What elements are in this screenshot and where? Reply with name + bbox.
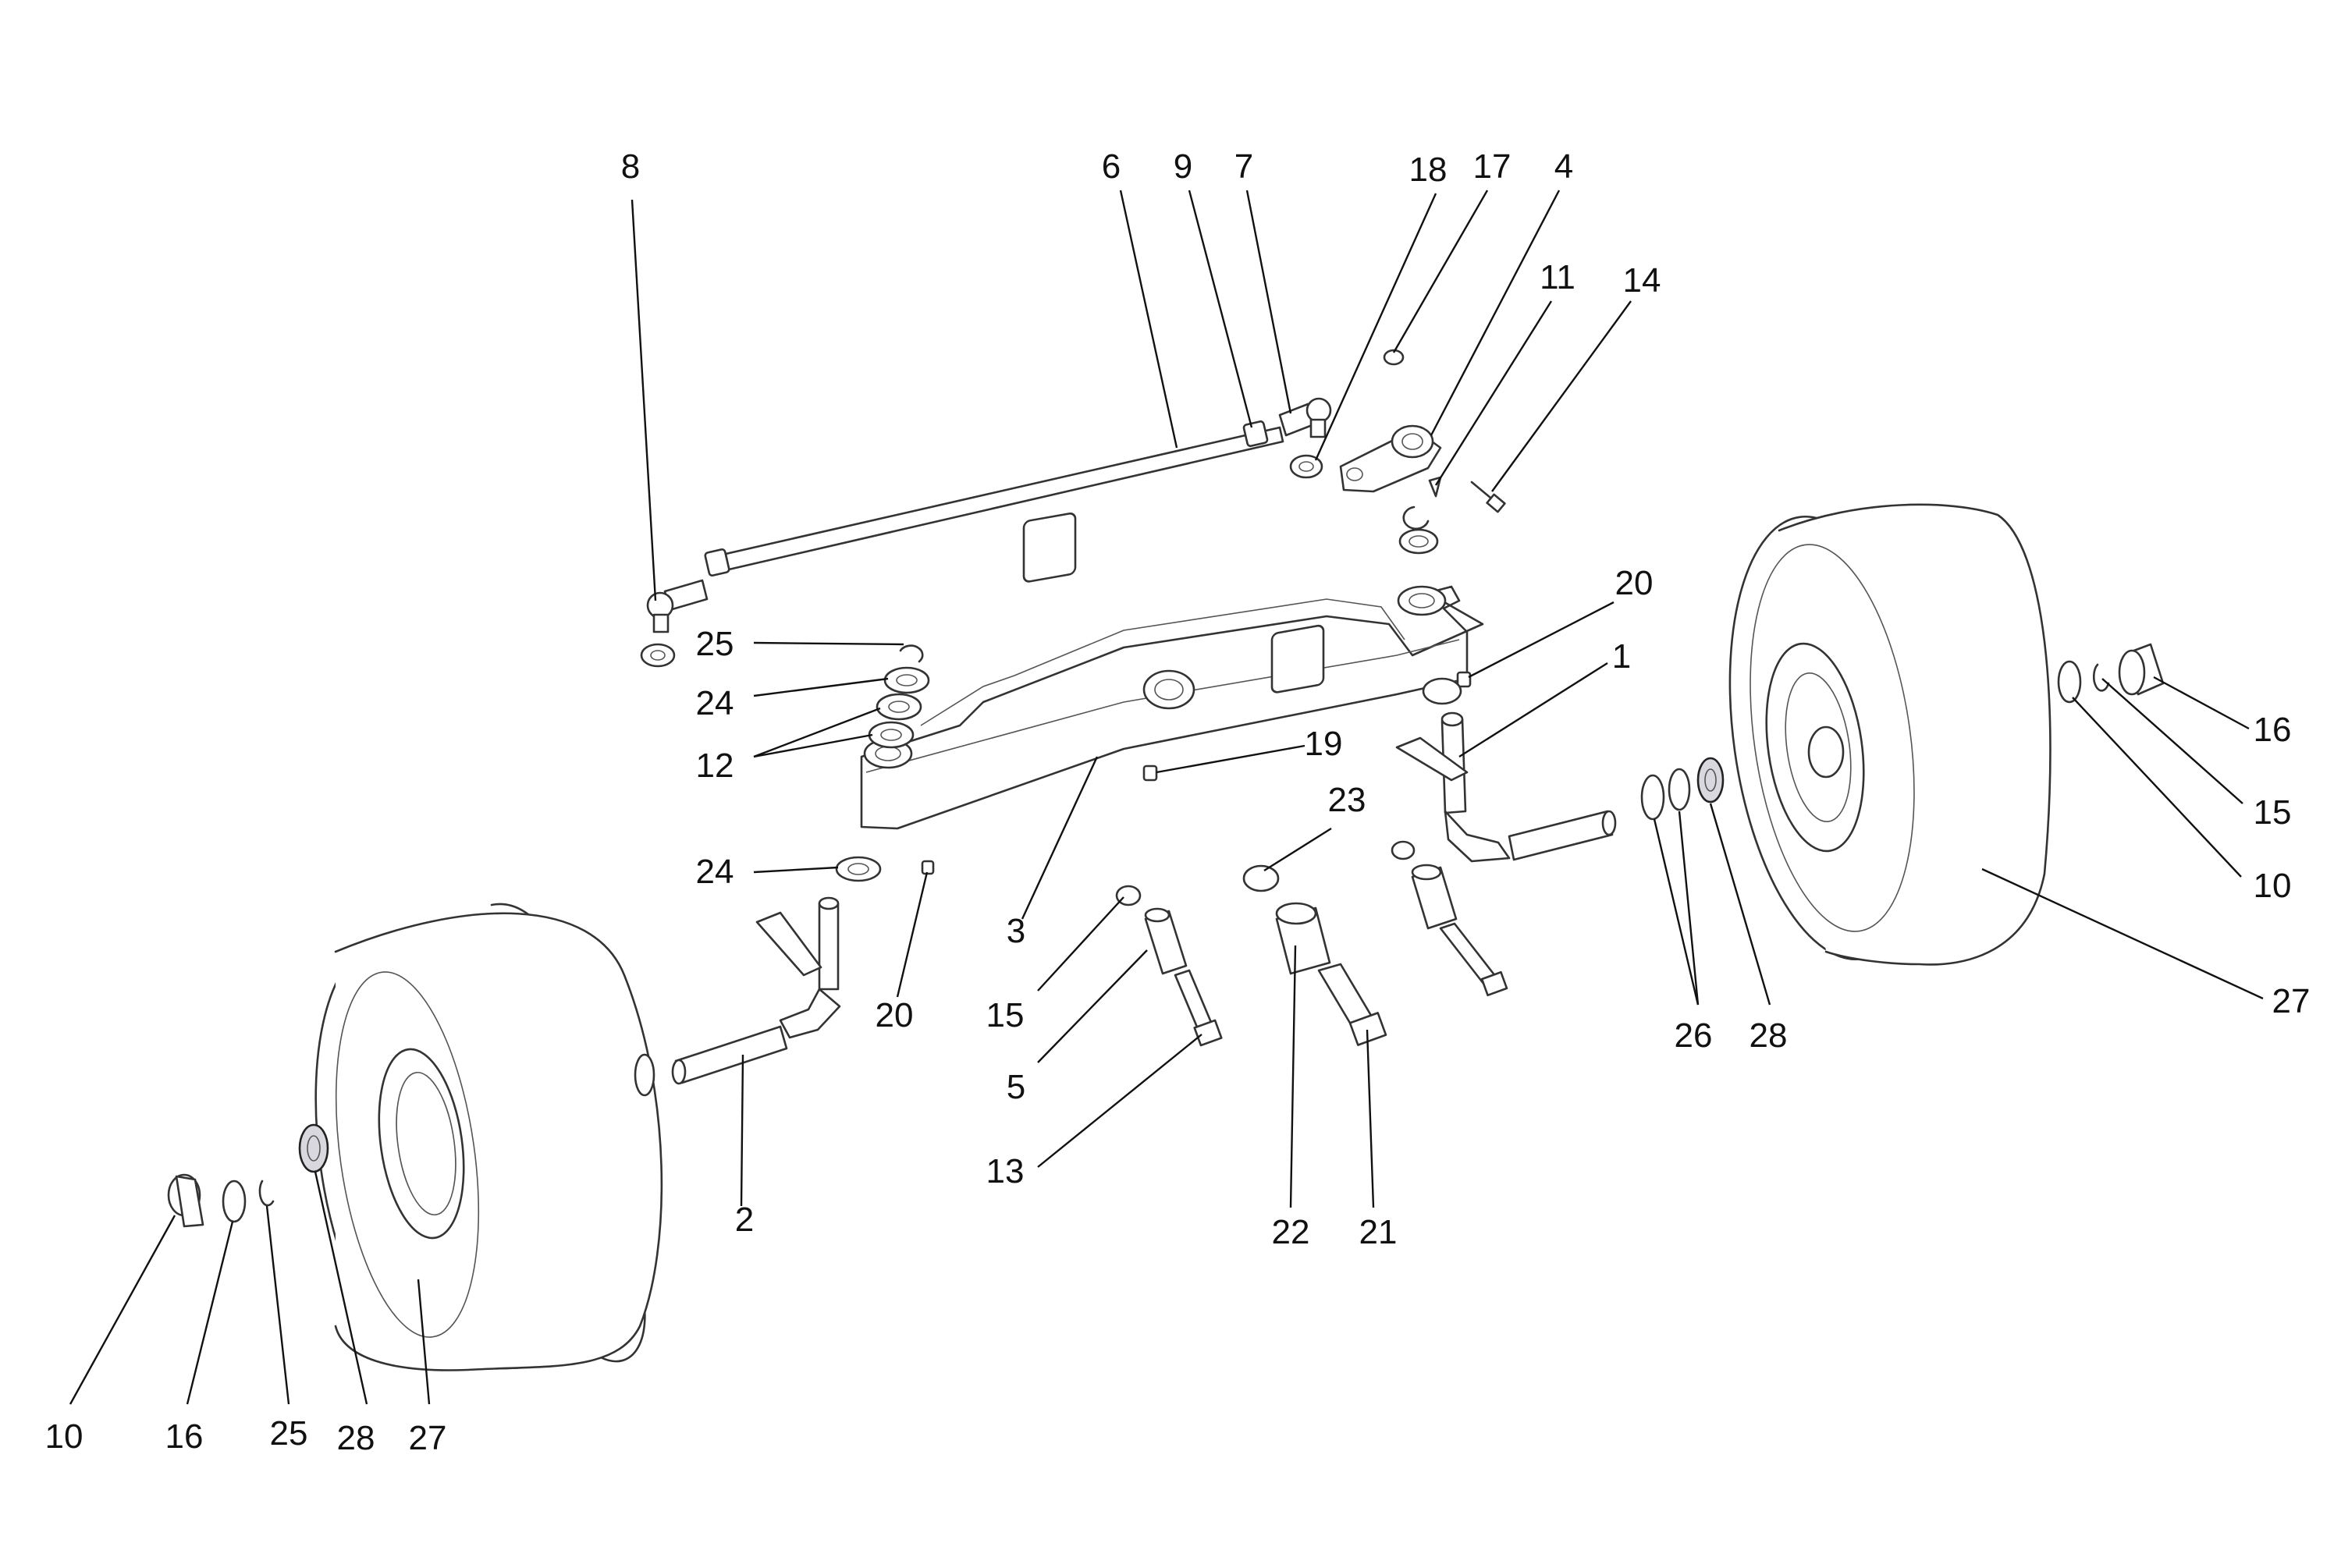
callout-5: 5 [1007,1068,1025,1106]
callout-25-upper: 25 [696,625,734,663]
callout-26: 26 [1675,1016,1713,1055]
pivot-bolt-right [1242,864,1387,1046]
callout-2: 2 [735,1201,754,1239]
callout-4: 4 [1554,147,1573,186]
bearing-28-right [1696,757,1725,804]
callout-11: 11 [1540,258,1575,296]
callout-12: 12 [696,747,734,785]
right-wheel [1728,503,2051,966]
leader-lines [69,190,2264,1405]
tie-rod [724,426,1284,571]
washer-12-upper [876,693,922,721]
callout-21: 21 [1359,1213,1398,1251]
callout-17: 17 [1473,147,1512,186]
callout-10-left: 10 [45,1417,83,1456]
ball-joint-left-nut [640,643,676,668]
washer-24-upper [883,666,930,694]
e-clip [1402,506,1430,530]
right-spindle-axle [1508,810,1614,861]
callout-19: 19 [1305,725,1343,763]
callout-7: 7 [1234,147,1253,186]
right-spindle [1395,711,1617,863]
left-spindle [671,896,841,1085]
washer-right-kingpin [1422,677,1462,705]
callout-25-left: 25 [270,1414,308,1453]
grease-fitting-20-right [1456,671,1472,688]
ball-joint-right-stud [1309,418,1327,438]
callout-22: 22 [1272,1213,1310,1251]
callout-20-right: 20 [1615,564,1654,602]
bolt-14-head [1486,493,1506,513]
callout-9: 9 [1174,147,1192,186]
callout-1: 1 [1612,637,1631,676]
washer-26-b [1668,768,1691,811]
nut-15 [1115,885,1142,906]
grease-fitting-19 [1142,764,1158,782]
washer-16-left [222,1180,247,1223]
pivot-bolt-left [1115,885,1223,1047]
callout-6: 6 [1102,147,1121,186]
e-clip-25-left-hub [258,1180,275,1207]
grease-fitting-17 [1383,349,1405,366]
axle-window-right [1270,624,1325,694]
axle-pivot-boss [1142,669,1195,710]
callout-28-right: 28 [1750,1016,1788,1055]
left-inner-washer [634,1053,655,1097]
left-spindle-washers [835,644,930,882]
callout-13: 13 [986,1152,1025,1190]
e-clip-15-right [2092,663,2110,692]
nut-23 [1242,864,1280,892]
washer-10-right [2057,660,2082,704]
pivot-bolt-rear [1391,840,1508,997]
callout-18: 18 [1409,151,1448,189]
axle-window-left [1022,512,1077,583]
callout-27-left: 27 [409,1419,447,1457]
bearing-28-left [298,1123,329,1173]
callout-20-left: 20 [876,996,914,1034]
callout-15-right: 15 [2254,793,2292,832]
tie-rod-assembly [640,397,1332,668]
tie-rod-nut-left [704,548,730,577]
ball-joint-left-stud [652,613,670,633]
washer-24-lower [835,856,882,882]
left-hub-parts [167,1123,329,1228]
washer-12-lower [868,721,915,749]
washer-26-a [1640,774,1665,821]
ball-joint-right-ball [1305,397,1332,424]
e-clip-25-left [899,644,924,663]
callout-14: 14 [1623,261,1661,300]
callout-24-upper: 24 [696,684,734,722]
callout-24-lower: 24 [696,853,734,891]
callout-15-center: 15 [986,996,1025,1034]
left-spindle-axle [674,1025,788,1084]
callout-28-left: 28 [337,1419,375,1457]
steering-arm-hub [1391,424,1434,459]
callout-27-right: 27 [2272,982,2311,1020]
left-rim [378,1048,465,1240]
right-hub-center [1807,725,1845,779]
callout-labels: 8 6 9 7 18 17 4 11 14 20 1 25 24 12 19 2… [45,147,2311,1457]
callout-10-right: 10 [2254,867,2292,905]
tie-rod-nut-right [1242,420,1269,448]
ball-joint-right-nut [1289,454,1323,479]
callout-3: 3 [1007,912,1025,950]
left-wheel [314,903,663,1371]
washer-upper-right [1398,528,1439,555]
callout-16-right: 16 [2254,711,2292,749]
callout-23: 23 [1328,781,1366,819]
callout-16-left: 16 [165,1417,204,1456]
right-hub-parts [1640,643,2165,821]
callout-8: 8 [621,147,640,186]
axle-beam [860,512,1484,830]
axle-right-kingpin-bore [1397,585,1447,616]
grease-fitting-20-left [921,860,935,875]
steering-arm-assembly [1339,349,1506,555]
